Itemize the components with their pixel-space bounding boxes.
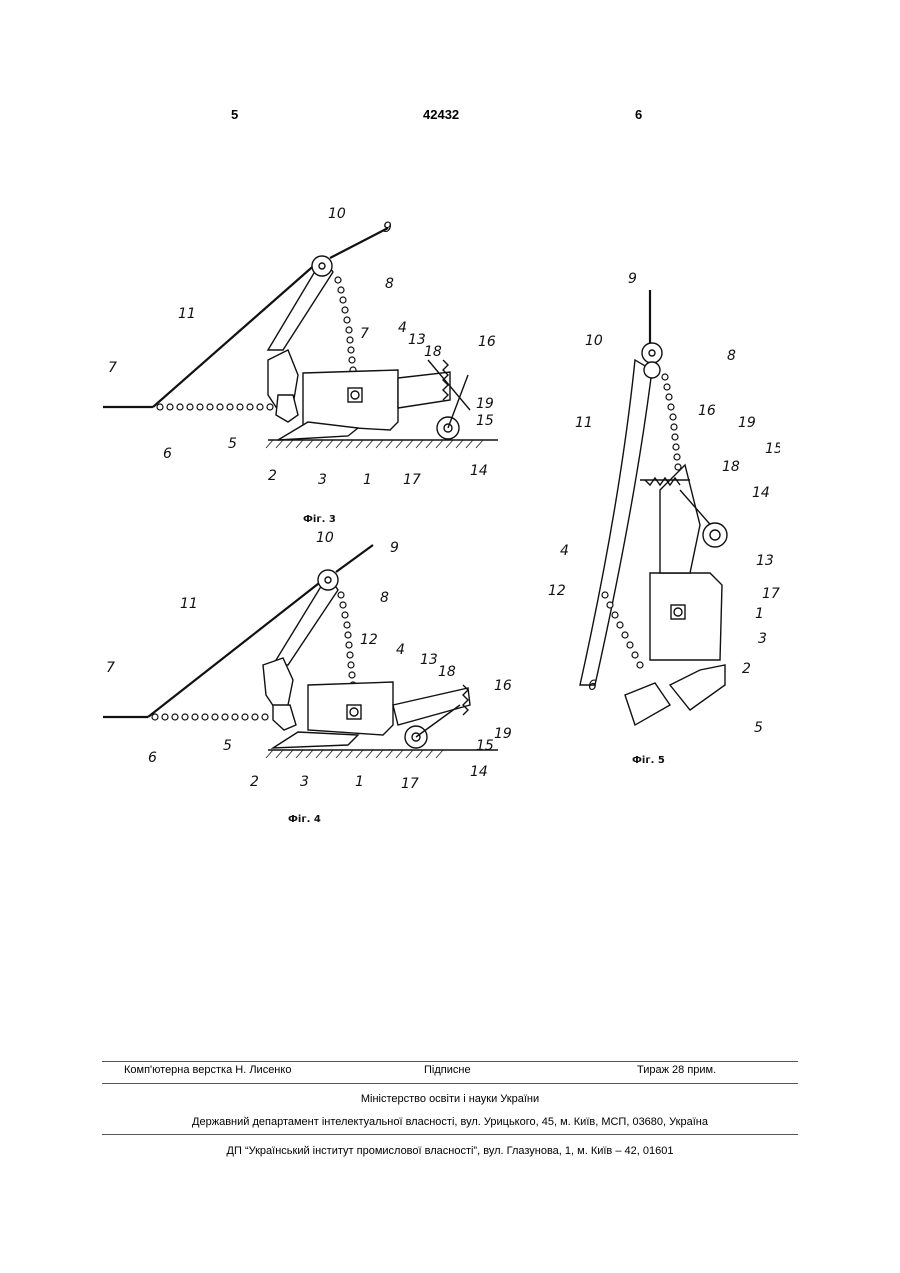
svg-text:8: 8	[727, 348, 736, 364]
figure-5: 9 10 8 11 16 19 15 18 14 4 13 17 12 1 3 …	[540, 265, 780, 775]
figure-4: 10 9 8 11 7 12 4 13 18 16 19 15 14 5 6 2…	[98, 520, 520, 832]
svg-text:8: 8	[385, 276, 394, 292]
svg-text:15: 15	[476, 738, 494, 754]
figure-3: 10 9 8 11 7 7 4 13 18 16 19 15 14 5 6 2 …	[98, 200, 518, 530]
page-number-right: 6	[635, 107, 642, 122]
svg-text:2: 2	[742, 661, 751, 677]
svg-text:3: 3	[758, 631, 767, 647]
svg-text:11: 11	[180, 596, 198, 612]
svg-text:11: 11	[575, 415, 593, 431]
svg-text:18: 18	[722, 459, 740, 475]
svg-text:3: 3	[300, 774, 309, 790]
svg-text:16: 16	[478, 334, 496, 350]
svg-text:6: 6	[148, 750, 157, 766]
svg-text:10: 10	[316, 530, 334, 546]
patent-number: 42432	[423, 107, 459, 122]
svg-text:9: 9	[628, 271, 637, 287]
svg-text:1: 1	[355, 774, 364, 790]
svg-text:2: 2	[268, 468, 277, 484]
svg-text:4: 4	[398, 320, 407, 336]
figure-4-caption: Фіг. 4	[288, 814, 321, 825]
footer-row-1: Комп'ютерна верстка Н. Лисенко Підписне …	[102, 1064, 798, 1078]
svg-text:5: 5	[228, 436, 237, 452]
svg-text:9: 9	[390, 540, 399, 556]
svg-text:19: 19	[494, 726, 512, 742]
figure-5-drawing: 9 10 8 11 16 19 15 18 14 4 13 17 12 1 3 …	[540, 265, 780, 775]
svg-text:16: 16	[698, 403, 716, 419]
svg-text:8: 8	[380, 590, 389, 606]
institute-line: ДП “Український інститут промислової вла…	[102, 1145, 798, 1157]
svg-text:15: 15	[476, 413, 494, 429]
svg-text:7: 7	[108, 360, 117, 376]
layout-credit: Комп'ютерна верстка Н. Лисенко	[124, 1064, 291, 1076]
svg-text:14: 14	[470, 463, 488, 479]
svg-text:16: 16	[494, 678, 512, 694]
svg-text:7: 7	[106, 660, 115, 676]
svg-text:5: 5	[754, 720, 763, 736]
svg-text:15: 15	[765, 441, 780, 457]
svg-text:17: 17	[401, 776, 419, 792]
svg-text:4: 4	[560, 543, 569, 559]
svg-text:14: 14	[470, 764, 488, 780]
footer-rule-middle	[102, 1083, 798, 1084]
svg-text:13: 13	[756, 553, 774, 569]
svg-text:12: 12	[548, 583, 566, 599]
svg-text:3: 3	[318, 472, 327, 488]
circulation-note: Тираж 28 прим.	[637, 1064, 716, 1076]
svg-text:18: 18	[424, 344, 442, 360]
svg-text:12: 12	[360, 632, 378, 648]
svg-text:18: 18	[438, 664, 456, 680]
svg-text:11: 11	[178, 306, 196, 322]
svg-text:9: 9	[383, 220, 392, 236]
page-number-left: 5	[231, 107, 238, 122]
svg-text:6: 6	[588, 678, 597, 694]
department-line: Державний департамент інтелектуальної вл…	[102, 1116, 798, 1128]
svg-text:19: 19	[476, 396, 494, 412]
svg-text:4: 4	[396, 642, 405, 658]
svg-text:7: 7	[360, 326, 369, 342]
svg-text:1: 1	[363, 472, 372, 488]
svg-text:2: 2	[250, 774, 259, 790]
footer-rule-bottom	[102, 1134, 798, 1135]
figure-4-drawing: 10 9 8 11 7 12 4 13 18 16 19 15 14 5 6 2…	[98, 520, 520, 832]
figure-3-drawing: 10 9 8 11 7 7 4 13 18 16 19 15 14 5 6 2 …	[98, 200, 518, 530]
svg-text:17: 17	[403, 472, 421, 488]
svg-text:6: 6	[163, 446, 172, 462]
footer-rule-top	[102, 1061, 798, 1062]
svg-text:19: 19	[738, 415, 756, 431]
figure-5-caption: Фіг. 5	[632, 755, 665, 766]
svg-text:10: 10	[585, 333, 603, 349]
svg-text:14: 14	[752, 485, 770, 501]
svg-text:17: 17	[762, 586, 780, 602]
svg-text:5: 5	[223, 738, 232, 754]
svg-text:13: 13	[420, 652, 438, 668]
signed-note: Підписне	[424, 1064, 471, 1076]
svg-text:1: 1	[755, 606, 764, 622]
svg-text:10: 10	[328, 206, 346, 222]
ministry-line: Міністерство освіти і науки України	[102, 1093, 798, 1105]
